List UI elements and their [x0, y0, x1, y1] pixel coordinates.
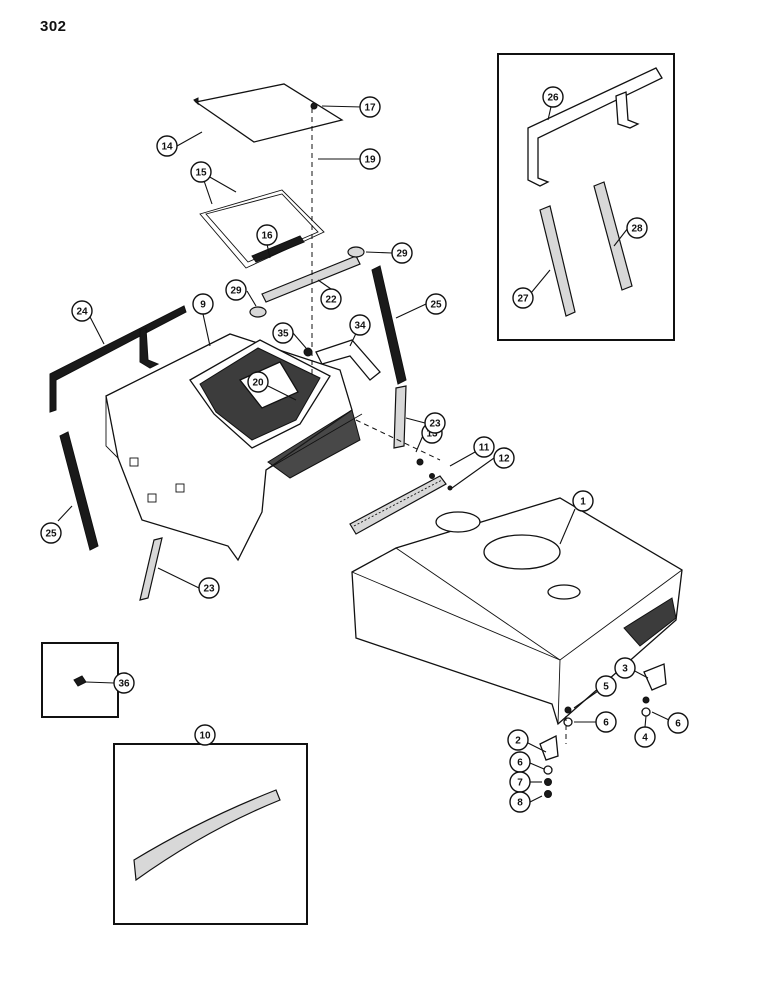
- svg-text:12: 12: [498, 454, 510, 465]
- bracket-3: [643, 663, 667, 691]
- svg-text:19: 19: [364, 155, 376, 166]
- svg-text:22: 22: [325, 295, 337, 306]
- svg-text:9: 9: [200, 300, 206, 311]
- callout-5: 5: [595, 675, 617, 697]
- svg-text:5: 5: [603, 682, 609, 693]
- svg-text:6: 6: [603, 718, 609, 729]
- svg-text:35: 35: [277, 329, 289, 340]
- svg-text:28: 28: [631, 224, 643, 235]
- callout-11: 11: [473, 436, 495, 458]
- svg-text:15: 15: [195, 168, 207, 179]
- callout-12: 12: [493, 447, 515, 469]
- svg-text:6: 6: [517, 758, 523, 769]
- callout-29b: 29: [391, 242, 413, 264]
- callout-23a: 23: [424, 412, 446, 434]
- callout-25b: 25: [40, 522, 62, 544]
- callout-4: 4: [634, 726, 656, 748]
- bracket-2: [539, 734, 559, 761]
- washer-6c: [641, 707, 651, 717]
- cowl-9: [105, 333, 363, 562]
- callout-9: 9: [192, 293, 214, 315]
- fastener-35: [303, 347, 313, 357]
- assembly-line-diagonal: [355, 419, 441, 461]
- callout-10: 10: [194, 724, 216, 746]
- inset-box-36: [41, 642, 119, 718]
- svg-text:26: 26: [547, 93, 559, 104]
- callout-1: 1: [572, 490, 594, 512]
- callout-19: 19: [359, 148, 381, 170]
- svg-text:11: 11: [479, 443, 490, 454]
- svg-text:25: 25: [45, 529, 57, 540]
- plug-29b: [347, 246, 365, 258]
- svg-text:10: 10: [199, 731, 211, 742]
- svg-text:34: 34: [354, 321, 366, 332]
- gasket-frame: [199, 189, 325, 269]
- svg-text:7: 7: [517, 778, 523, 789]
- svg-text:24: 24: [76, 307, 88, 318]
- grille-strip: [349, 475, 447, 535]
- callout-27: 27: [512, 287, 534, 309]
- seal-strip-25-right: [371, 265, 407, 385]
- svg-text:23: 23: [429, 419, 441, 430]
- svg-text:36: 36: [118, 679, 130, 690]
- hood-1: [351, 497, 683, 726]
- seal-strip-25-left: [59, 431, 99, 551]
- top-cover-panel: [193, 83, 344, 143]
- callout-26: 26: [542, 86, 564, 108]
- washer-6a: [563, 717, 573, 727]
- svg-text:29: 29: [396, 249, 408, 260]
- callout-23b: 23: [198, 577, 220, 599]
- svg-text:13: 13: [426, 429, 438, 440]
- svg-text:8: 8: [517, 798, 523, 809]
- callout-36: 36: [113, 672, 135, 694]
- svg-text:14: 14: [161, 142, 173, 153]
- callout-14: 14: [156, 135, 178, 157]
- callout-35: 35: [272, 322, 294, 344]
- svg-text:17: 17: [364, 103, 376, 114]
- svg-text:20: 20: [252, 378, 264, 389]
- callout-22: 22: [320, 288, 342, 310]
- callout-24: 24: [71, 300, 93, 322]
- lockwasher-7: [544, 778, 552, 786]
- callout-17: 17: [359, 96, 381, 118]
- callout-29a: 29: [225, 279, 247, 301]
- nut-8: [544, 790, 552, 798]
- callout-25a: 25: [425, 293, 447, 315]
- svg-text:6: 6: [675, 719, 681, 730]
- svg-text:2: 2: [515, 736, 521, 747]
- weatherstrip-22: [261, 255, 361, 303]
- trim-strip-24: [49, 305, 187, 413]
- callout-6a: 6: [595, 711, 617, 733]
- strip-23-right: [393, 385, 407, 449]
- svg-text:23: 23: [203, 584, 215, 595]
- inset-box-10: [113, 743, 308, 925]
- callout-34: 34: [349, 314, 371, 336]
- page-number: 302: [40, 18, 67, 35]
- callout-6b: 6: [509, 751, 531, 773]
- callout-15: 15: [190, 161, 212, 183]
- svg-text:16: 16: [261, 231, 273, 242]
- svg-text:29: 29: [230, 286, 242, 297]
- svg-text:1: 1: [580, 497, 586, 508]
- plug-29a: [249, 306, 267, 318]
- callout-7: 7: [509, 771, 531, 793]
- bolt-4: [642, 696, 650, 704]
- washer-6b: [543, 765, 553, 775]
- callout-2: 2: [507, 729, 529, 751]
- svg-text:25: 25: [430, 300, 442, 311]
- callout-6c: 6: [667, 712, 689, 734]
- callout-20: 20: [247, 371, 269, 393]
- callout-28: 28: [626, 217, 648, 239]
- callout-8: 8: [509, 791, 531, 813]
- bolt-5: [564, 706, 572, 714]
- strip-23-left: [139, 537, 163, 601]
- callout-16: 16: [256, 224, 278, 246]
- svg-text:4: 4: [642, 733, 648, 744]
- callout-3: 3: [614, 657, 636, 679]
- svg-text:27: 27: [517, 294, 529, 305]
- svg-text:3: 3: [622, 664, 628, 675]
